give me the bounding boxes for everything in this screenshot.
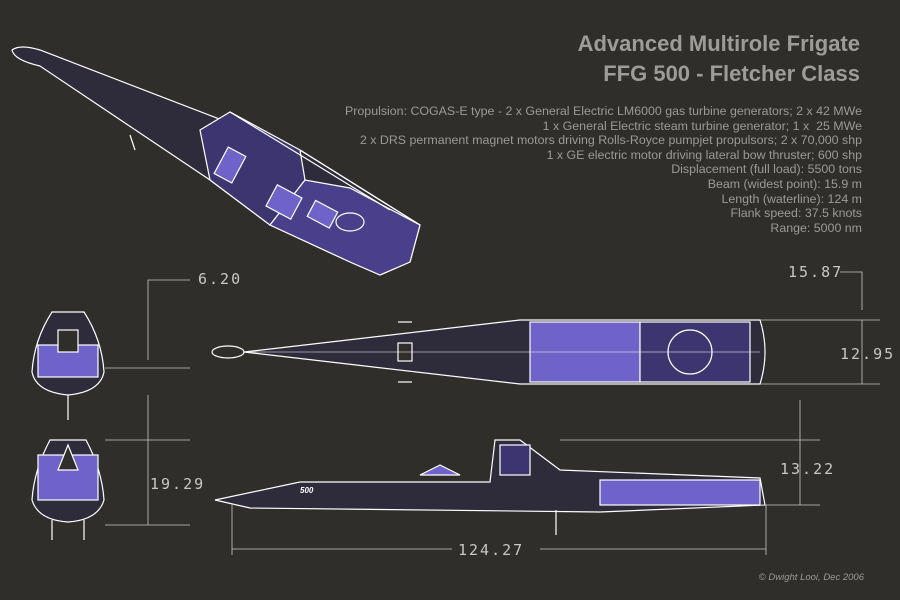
spec-line: Displacement (full load): 5500 tons — [671, 162, 862, 177]
credit: © Dwight Looi, Dec 2006 — [758, 572, 864, 583]
side-view: 500 — [214, 439, 766, 535]
spec-line: Beam (widest point): 15.9 m — [707, 176, 862, 191]
title-line-2: FFG 500 - Fletcher Class — [603, 61, 860, 86]
spec-line: Flank speed: 37.5 knots — [730, 206, 862, 221]
spec-line: 1 x GE electric motor driving lateral bo… — [546, 147, 862, 162]
spec-line: Propulsion: COGAS-E type - 2 x General E… — [345, 104, 862, 118]
spec-line: 1 x General Electric steam turbine gener… — [542, 118, 862, 133]
dim-beam-waterline: 12.95 — [840, 345, 895, 363]
dim-bow-height: 6.20 — [198, 270, 242, 288]
plan-view — [211, 319, 766, 385]
spec-line: Range: 5000 nm — [770, 220, 862, 235]
dimension-lines — [105, 271, 880, 555]
spec-line: Length (waterline): 124 m — [721, 191, 862, 206]
title-line-1: Advanced Multirole Frigate — [577, 31, 860, 56]
dim-beam-overall: 15.87 — [788, 263, 843, 281]
bow-view — [31, 311, 105, 420]
spec-list: Propulsion: COGAS-E type - 2 x General E… — [345, 104, 862, 235]
dim-stern-height: 19.29 — [150, 475, 205, 493]
hull-number: 500 — [300, 486, 314, 495]
spec-line: 2 x DRS permanent magnet motors driving … — [359, 133, 862, 148]
stern-view — [31, 439, 105, 540]
perspective-view — [11, 46, 421, 276]
dim-side-height: 13.22 — [780, 460, 835, 478]
dim-length-overall: 124.27 — [458, 541, 524, 559]
